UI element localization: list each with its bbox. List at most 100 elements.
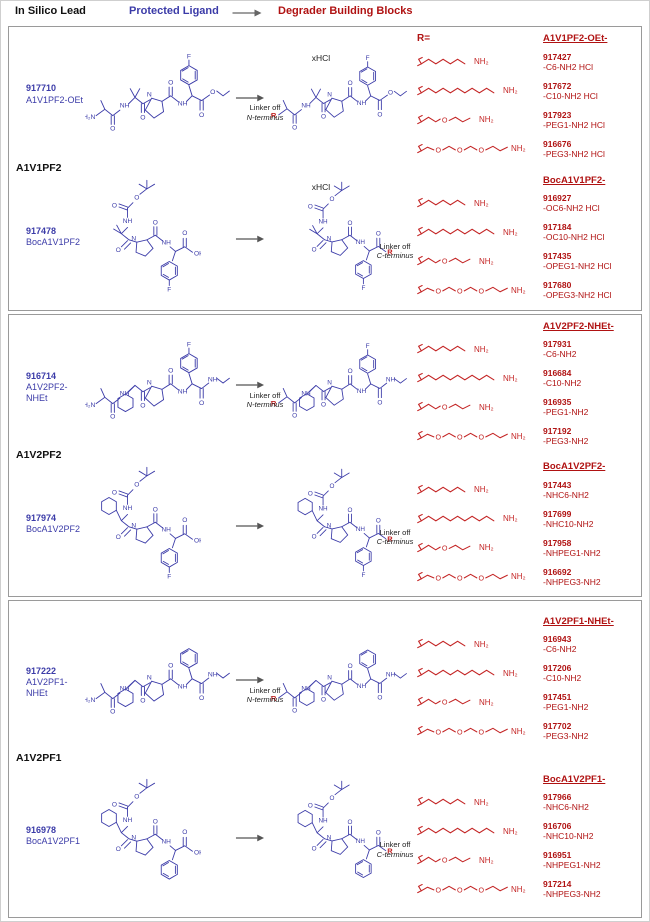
linker-structure-peg1: NH₂ [415,397,543,417]
svg-text:R: R [387,847,393,856]
structure-building-block: R [268,51,408,144]
svg-text:OH: OH [194,537,201,544]
row-boca1v2pf1: 916978 BocA1V2PF1 OH R Linker off C- [9,759,641,917]
compound-name: BocA1V2PF2 [26,523,81,534]
product-entry: 916951-NHPEG1-NH2 [543,849,601,870]
compound-id: 917710 [26,83,57,94]
nh2-label: NH₂ [503,826,518,836]
reaction-arrow-icon [235,833,265,843]
product-entry: 917427-C6-NH2 HCl [543,51,594,72]
r-equals-label [415,321,543,334]
r-equals-label [415,461,543,474]
products-header: BocA1V2PF2- [543,461,606,473]
header-degrader-building-blocks: Degrader Building Blocks [278,5,413,17]
svg-text:H₂N: H₂N [85,114,95,121]
nh2-label: NH₂ [479,855,494,865]
svg-text:R: R [387,534,393,543]
compound-id: 916714 [26,370,57,381]
compound-label: 917478 BocA1V1PF2 [13,226,85,249]
svg-text:R: R [271,694,277,703]
reaction-arrow-icon [235,93,265,103]
header-in-silico-lead: In Silico Lead [15,5,86,17]
linker-note: Linker off N-terminus [246,390,284,410]
structure-building-block: R [282,779,394,897]
products-header: BocA1V1PF2- [543,174,606,186]
compound-id: 917222 [26,665,57,676]
linker-structure-peg1: NH₂ [415,251,543,271]
compound-id: 917974 [26,512,57,523]
header-arrow-icon [225,8,269,21]
panel-label: A1V2PF1 [16,752,62,764]
row-boca1v2pf2: 917974 BocA1V2PF2 OH R Linker off C- [9,456,641,597]
nh2-label: NH₂ [474,344,489,354]
linker-structure-c10: NH₂ [415,663,543,683]
row-a1v2pf1-nhet: 917222 A1V2PF1-NHEt H₂N R Linker off [9,601,641,759]
figure-header: In Silico Lead Protected Ligand Degrader… [1,5,649,21]
products-header: BocA1V2PF1- [543,773,606,785]
product-entry: 917966-NHC6-NH2 [543,791,589,812]
linker-note: Linker off C-terminus [376,528,414,547]
nh2-label: NH₂ [511,884,526,894]
linker-structure-peg1: NH₂ [415,692,543,712]
linker-structure-c6: NH₂ [415,792,543,812]
product-entry: 916676-PEG3-NH2 HCl [543,138,605,159]
structure-building-block: R [282,467,394,585]
row-boca1v1pf2: 917478 BocA1V1PF2 OH xHCl R Linker off [9,169,641,311]
structure-protected-ligand: OH [85,777,201,899]
svg-text:H₂N: H₂N [85,696,95,703]
svg-text:H₂N: H₂N [85,402,95,409]
product-entry: 916935-PEG1-NH2 [543,397,589,418]
row-a1v2pf2-nhet: 916714 A1V2PF2-NHEt H₂N R Linker off [9,315,641,456]
linker-structure-peg3: NH₂ [415,280,543,300]
header-protected-ligand: Protected Ligand [129,5,219,17]
svg-text:R: R [387,248,393,257]
linker-structure-peg3: NH₂ [415,139,543,159]
structure-protected-ligand: OH [85,465,201,587]
svg-text:R: R [271,111,277,120]
linker-structure-c10: NH₂ [415,81,543,101]
nh2-label: NH₂ [479,697,494,707]
nh2-label: NH₂ [503,373,518,383]
linker-note: Linker off N-terminus [246,685,284,705]
panel-a1v1pf2: A1V1PF2 917710 A1V1PF2-OEt H₂N xHCl R [8,26,642,311]
compound-label: 917974 BocA1V2PF2 [13,513,85,536]
nh2-label: NH₂ [511,285,526,295]
nh2-label: NH₂ [479,115,494,125]
compound-id: 916978 [26,824,57,835]
product-entry: 917958-NHPEG1-NH2 [543,537,601,558]
linker-structure-peg1: NH₂ [415,110,543,130]
product-entry: 917184-OC10-NH2 HCl [543,222,605,243]
nh2-label: NH₂ [474,485,489,495]
nh2-label: NH₂ [479,402,494,412]
linker-structure-peg1: NH₂ [415,850,543,870]
r-equals-label [415,616,543,629]
compound-name: BocA1V2PF1 [26,836,81,847]
nh2-label: NH₂ [479,543,494,553]
reaction-arrow-icon [235,521,265,531]
panel-a1v2pf1: A1V2PF1 917222 A1V2PF1-NHEt H₂N R [8,600,642,918]
salt-label: xHCl [311,182,331,193]
linker-structure-c10: NH₂ [415,222,543,242]
linker-structure-peg3: NH₂ [415,567,543,587]
panel-label: A1V1PF2 [16,161,62,174]
reaction-arrow-icon [235,675,265,685]
r-equals-label: R= [417,33,431,45]
product-entry: 917443-NHC6-NH2 [543,479,589,500]
structure-building-block: R [282,180,394,298]
product-entry: 917923-PEG1-NH2 HCl [543,109,605,130]
structure-protected-ligand: H₂N [85,49,231,146]
reaction-arrow-icon [235,234,265,244]
nh2-label: NH₂ [511,144,526,154]
linker-structure-c6: NH₂ [415,634,543,654]
product-entry: 917672-C10-NH2 HCl [543,80,598,101]
compound-label: 917710 A1V1PF2-OEt [13,83,85,106]
svg-text:R: R [271,399,277,408]
reaction-arrow-icon [235,380,265,390]
linker-note: Linker off N-terminus [246,103,284,122]
compound-id: 917478 [26,226,57,237]
r-equals-label [415,175,543,188]
product-entry: 917451-PEG1-NH2 [543,691,589,712]
nh2-label: NH₂ [511,572,526,582]
row-a1v1pf2-oet: 917710 A1V1PF2-OEt H₂N xHCl R Linker off [9,27,641,169]
structure-protected-ligand: H₂N [85,337,231,434]
